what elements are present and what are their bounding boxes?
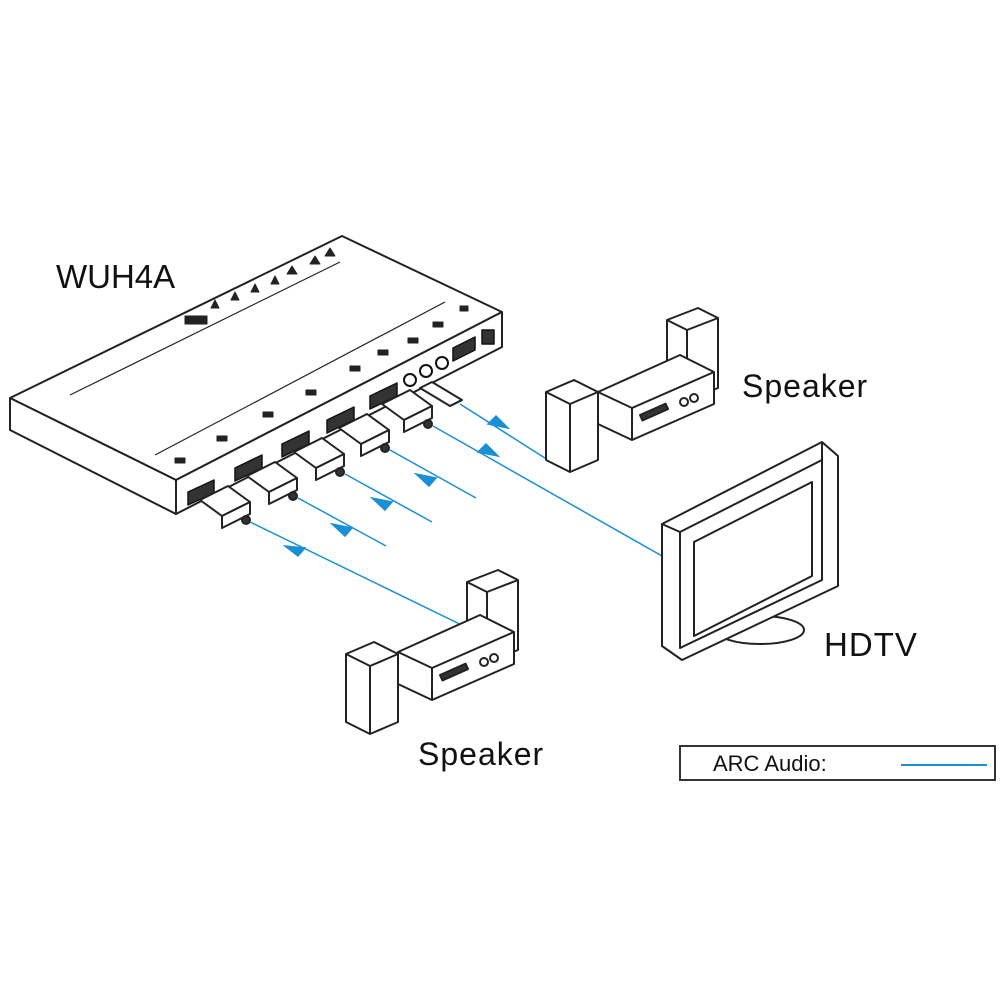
- legend-line-swatch: [901, 764, 987, 766]
- speaker-bottom-label: Speaker: [418, 736, 545, 772]
- hdmi-connectors: [199, 381, 463, 529]
- hdtv: [661, 441, 839, 661]
- hdtv-label: HDTV: [824, 626, 918, 663]
- legend-box: ARC Audio:: [679, 745, 996, 781]
- speaker-bottom: [345, 569, 519, 735]
- legend-label: ARC Audio:: [713, 751, 827, 776]
- wuh4a-device: [9, 235, 503, 515]
- speaker-top-label: Speaker: [742, 368, 869, 404]
- arc-signal-lines: [249, 403, 663, 631]
- device-label: WUH4A: [56, 258, 176, 295]
- speaker-top: [545, 307, 719, 473]
